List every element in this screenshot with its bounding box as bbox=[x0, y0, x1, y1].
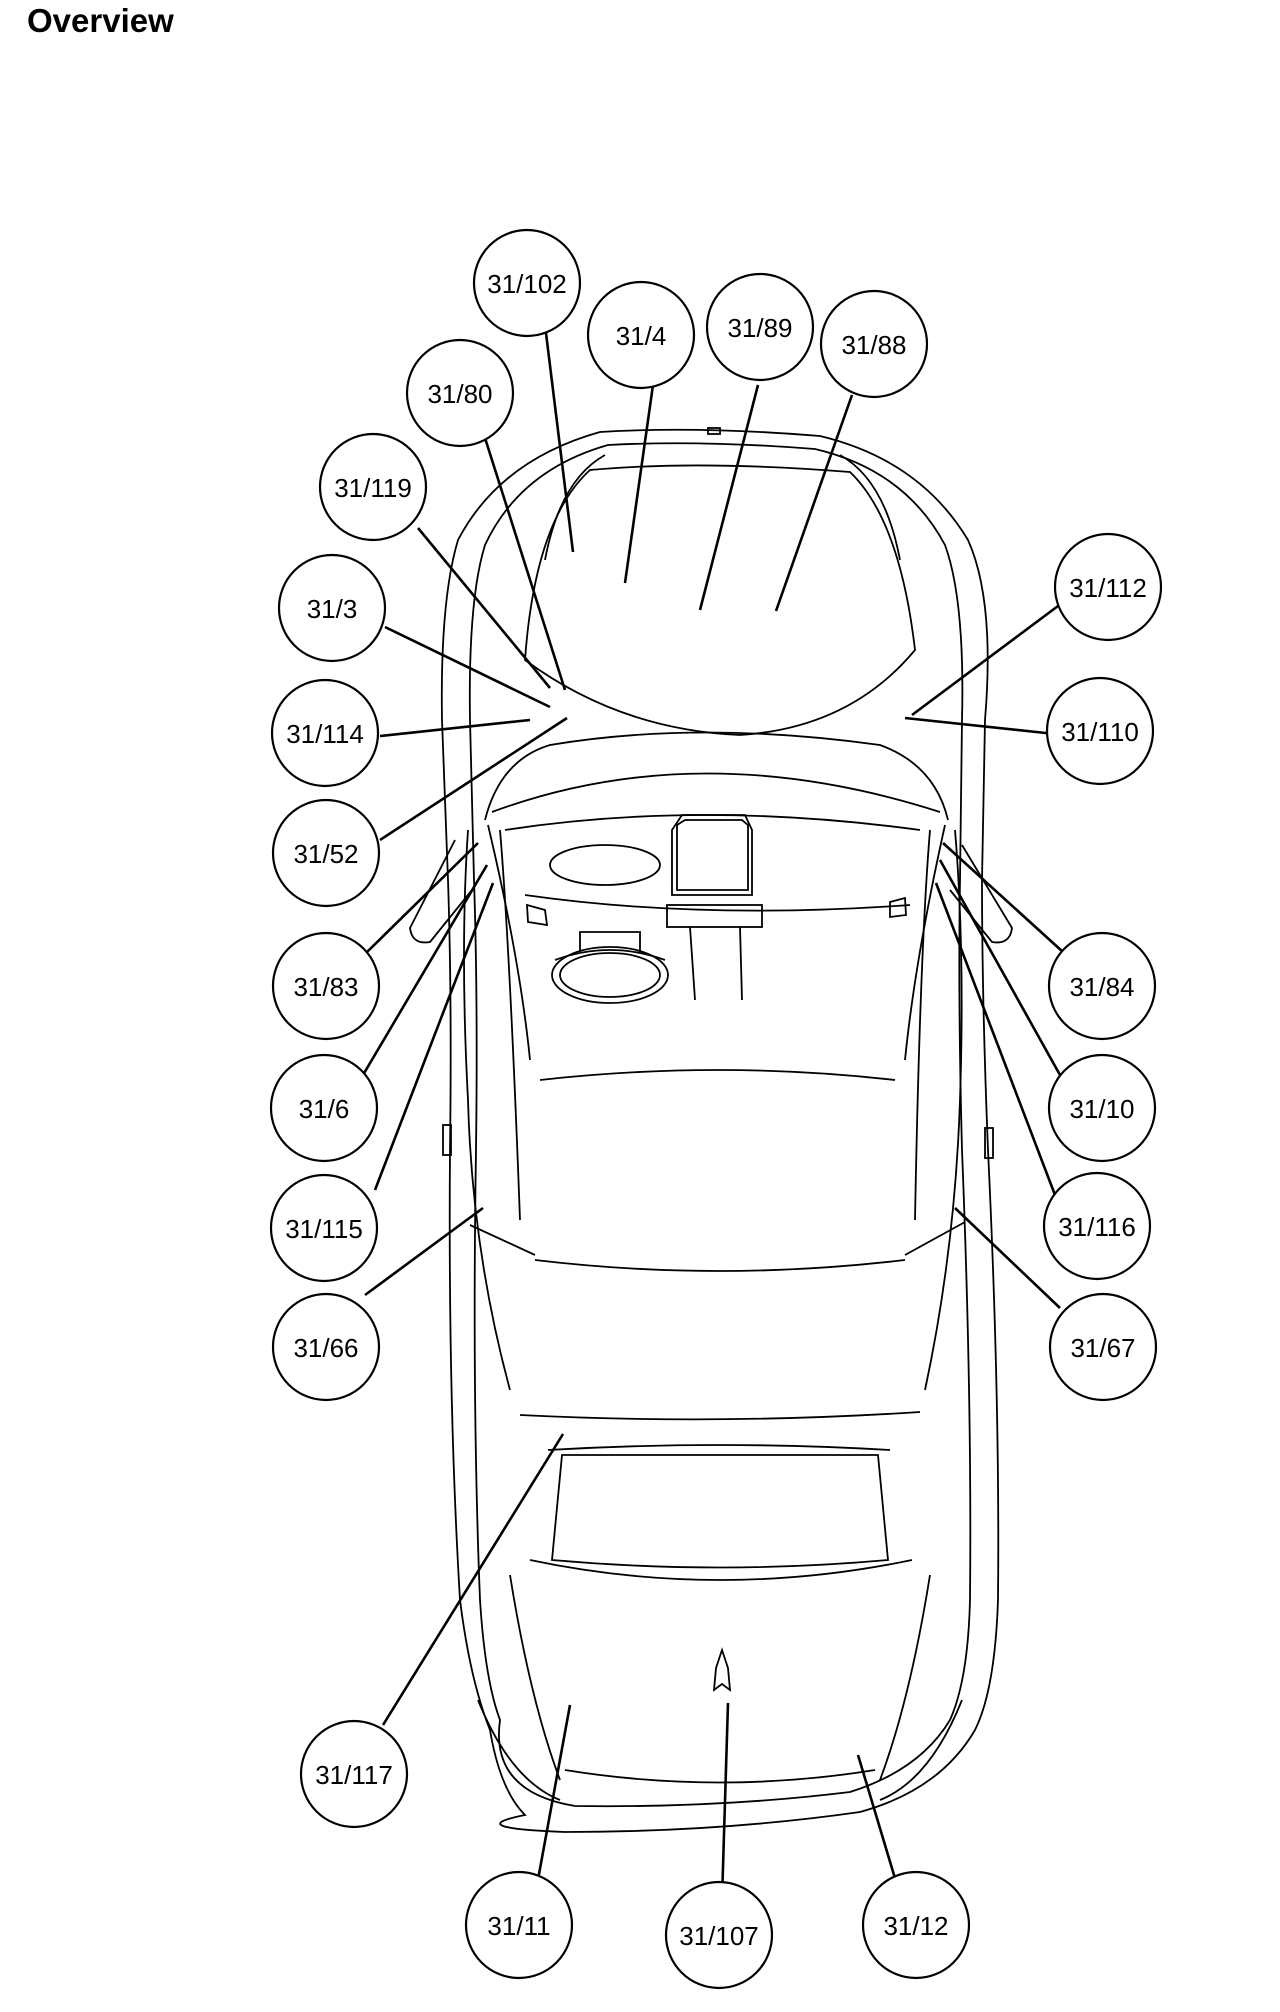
callout-31-10: 31/10 bbox=[1047, 1053, 1157, 1163]
page-title: Overview bbox=[27, 2, 174, 39]
callout-31-112: 31/112 bbox=[1053, 532, 1163, 642]
leader-31-89 bbox=[698, 384, 760, 611]
callout-label: 31/6 bbox=[299, 1094, 350, 1124]
callout-31-89: 31/89 bbox=[705, 272, 815, 382]
leader-31-116 bbox=[934, 882, 1057, 1196]
callout-label: 31/67 bbox=[1070, 1333, 1135, 1363]
callout-label: 31/102 bbox=[487, 269, 567, 299]
callout-31-107: 31/107 bbox=[664, 1880, 774, 1990]
callout-label: 31/119 bbox=[334, 473, 412, 503]
callout-label: 31/66 bbox=[293, 1333, 358, 1363]
callout-31-80: 31/80 bbox=[405, 338, 515, 448]
leader-31-107 bbox=[720, 1702, 730, 1901]
callout-label: 31/88 bbox=[841, 330, 906, 360]
callout-label: 31/12 bbox=[883, 1911, 948, 1941]
car-outline bbox=[409, 427, 1013, 1833]
callout-label: 31/115 bbox=[285, 1214, 363, 1244]
leader-31-117 bbox=[381, 1433, 565, 1726]
callout-31-11: 31/11 bbox=[464, 1870, 574, 1980]
callout-label: 31/84 bbox=[1069, 972, 1134, 1002]
callout-31-67: 31/67 bbox=[1048, 1292, 1158, 1402]
callout-31-66: 31/66 bbox=[271, 1292, 381, 1402]
callout-label: 31/52 bbox=[293, 839, 358, 869]
leader-31-67 bbox=[954, 1207, 1061, 1309]
callout-31-110: 31/110 bbox=[1045, 676, 1155, 786]
callout-31-84: 31/84 bbox=[1047, 931, 1157, 1041]
callout-31-12: 31/12 bbox=[861, 1870, 971, 1980]
leader-31-102 bbox=[543, 324, 575, 553]
leader-31-119 bbox=[416, 527, 552, 689]
callout-31-114: 31/114 bbox=[270, 678, 380, 788]
leader-31-12 bbox=[856, 1754, 899, 1886]
callout-31-83: 31/83 bbox=[271, 931, 381, 1041]
leader-31-6 bbox=[361, 864, 489, 1076]
leader-31-52 bbox=[379, 716, 568, 842]
callout-label: 31/112 bbox=[1069, 573, 1147, 603]
leader-31-84 bbox=[942, 842, 1064, 953]
callout-label: 31/4 bbox=[616, 321, 667, 351]
callout-31-102: 31/102 bbox=[472, 228, 582, 338]
callout-label: 31/3 bbox=[307, 594, 358, 624]
callout-31-6: 31/6 bbox=[269, 1053, 379, 1163]
callout-label: 31/107 bbox=[679, 1921, 759, 1951]
callout-label: 31/10 bbox=[1069, 1094, 1134, 1124]
callout-label: 31/116 bbox=[1058, 1212, 1136, 1242]
leader-31-4 bbox=[623, 384, 655, 584]
callout-31-115: 31/115 bbox=[269, 1173, 379, 1283]
callout-31-4: 31/4 bbox=[586, 280, 696, 390]
callout-31-116: 31/116 bbox=[1042, 1171, 1152, 1281]
leader-31-80 bbox=[483, 437, 567, 691]
leader-31-11 bbox=[535, 1704, 572, 1886]
callout-31-88: 31/88 bbox=[819, 289, 929, 399]
callout-label: 31/117 bbox=[315, 1760, 393, 1790]
callout-31-117: 31/117 bbox=[299, 1719, 409, 1829]
callout-label: 31/114 bbox=[286, 719, 364, 749]
callout-label: 31/80 bbox=[427, 379, 492, 409]
leader-31-110 bbox=[904, 716, 1056, 736]
leader-31-115 bbox=[373, 882, 495, 1191]
leader-31-10 bbox=[938, 859, 1062, 1076]
leader-31-114 bbox=[379, 718, 531, 738]
callout-label: 31/110 bbox=[1061, 717, 1139, 747]
callout-label: 31/89 bbox=[727, 313, 792, 343]
leader-31-112 bbox=[911, 601, 1063, 717]
callout-31-119: 31/119 bbox=[318, 432, 428, 542]
callout-31-52: 31/52 bbox=[271, 798, 381, 908]
leader-lines bbox=[361, 324, 1064, 1901]
callout-label: 31/11 bbox=[487, 1911, 550, 1941]
leader-31-66 bbox=[364, 1206, 484, 1297]
leader-31-83 bbox=[366, 842, 479, 953]
callout-31-3: 31/3 bbox=[277, 553, 387, 663]
leader-31-3 bbox=[384, 625, 551, 709]
callout-label: 31/83 bbox=[293, 972, 358, 1002]
leader-31-88 bbox=[774, 394, 854, 612]
